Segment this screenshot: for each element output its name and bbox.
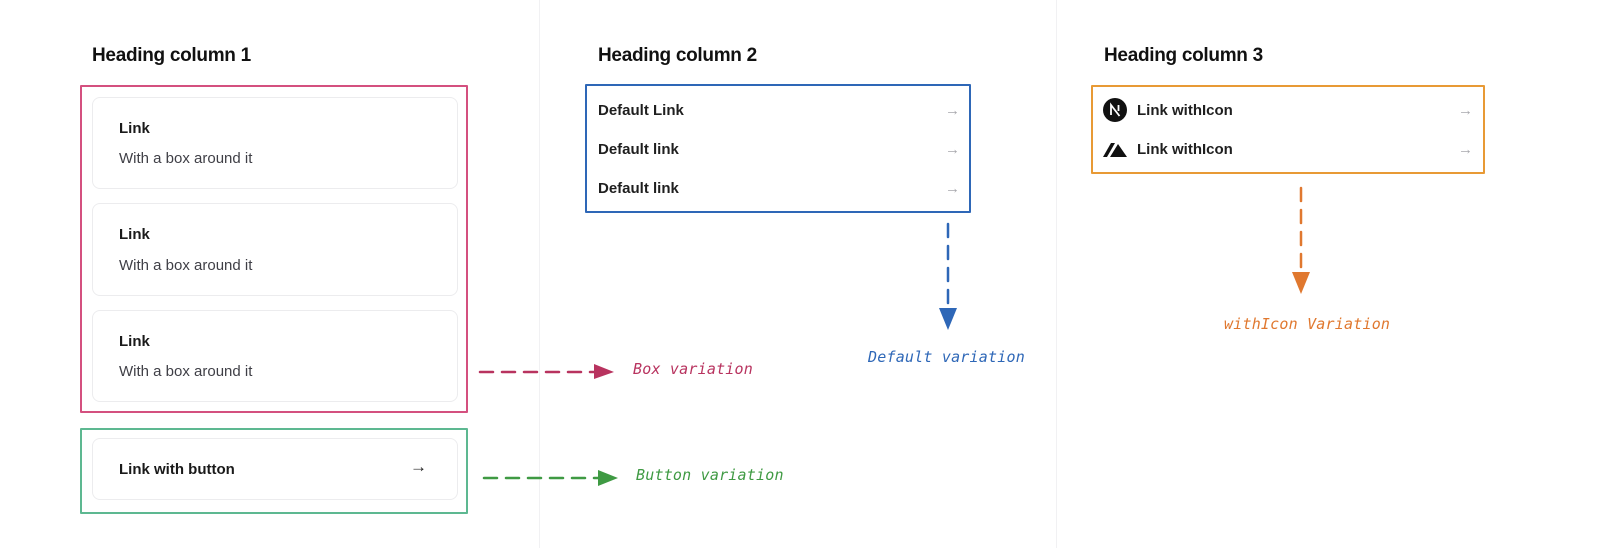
box-link-subtitle: With a box around it <box>119 257 253 274</box>
icon-link-row[interactable]: Link withIcon → <box>1103 95 1473 125</box>
arrow-right-icon: → <box>1458 140 1473 158</box>
box-link-card[interactable]: Link With a box around it <box>92 310 458 402</box>
default-variation-frame <box>585 84 971 213</box>
arrow-right-icon: → <box>945 101 960 119</box>
column-3-heading: Heading column 3 <box>1104 45 1263 66</box>
default-variation-label: Default variation <box>868 348 1025 366</box>
nextjs-logo-icon <box>1103 98 1127 122</box>
box-variation-label: Box variation <box>633 360 753 378</box>
box-link-card[interactable]: Link With a box around it <box>92 97 458 189</box>
box-link-subtitle: With a box around it <box>119 150 253 167</box>
box-link-card[interactable]: Link With a box around it <box>92 203 458 296</box>
column-1-heading: Heading column 1 <box>92 45 251 66</box>
arrow-right-icon[interactable]: → <box>410 457 427 476</box>
column-divider <box>539 0 540 548</box>
box-link-title: Link <box>119 120 150 137</box>
button-variation-label: Button variation <box>636 466 784 484</box>
box-link-title: Link <box>119 226 150 243</box>
default-link-row[interactable]: Default link → <box>598 134 960 164</box>
mountain-logo-icon <box>1103 137 1127 161</box>
default-link-row[interactable]: Default link → <box>598 173 960 203</box>
default-variation-arrow <box>939 222 957 330</box>
link-with-button-title: Link with button <box>119 461 235 478</box>
withicon-variation-label: withIcon Variation <box>1224 315 1391 333</box>
box-link-title: Link <box>119 333 150 350</box>
default-link-row[interactable]: Default Link → <box>598 95 960 125</box>
icon-link-row[interactable]: Link withIcon → <box>1103 134 1473 164</box>
icon-link-label: Link withIcon <box>1137 140 1233 158</box>
box-variation-arrow <box>478 364 614 379</box>
arrow-right-icon: → <box>945 179 960 197</box>
arrow-right-icon: → <box>1458 101 1473 119</box>
arrow-right-icon: → <box>945 140 960 158</box>
box-variation-frame <box>80 85 468 413</box>
withicon-variation-frame <box>1091 85 1485 174</box>
box-link-subtitle: With a box around it <box>119 363 253 380</box>
default-link-label: Default link <box>598 179 679 197</box>
default-link-label: Default link <box>598 140 679 158</box>
column-divider <box>1056 0 1057 548</box>
withicon-variation-arrow <box>1292 186 1310 294</box>
button-variation-arrow <box>482 470 618 486</box>
icon-link-label: Link withIcon <box>1137 101 1233 119</box>
column-2-heading: Heading column 2 <box>598 45 757 66</box>
button-variation-frame <box>80 428 468 514</box>
default-link-label: Default Link <box>598 101 684 119</box>
link-with-button-card[interactable]: Link with button → <box>92 438 458 500</box>
